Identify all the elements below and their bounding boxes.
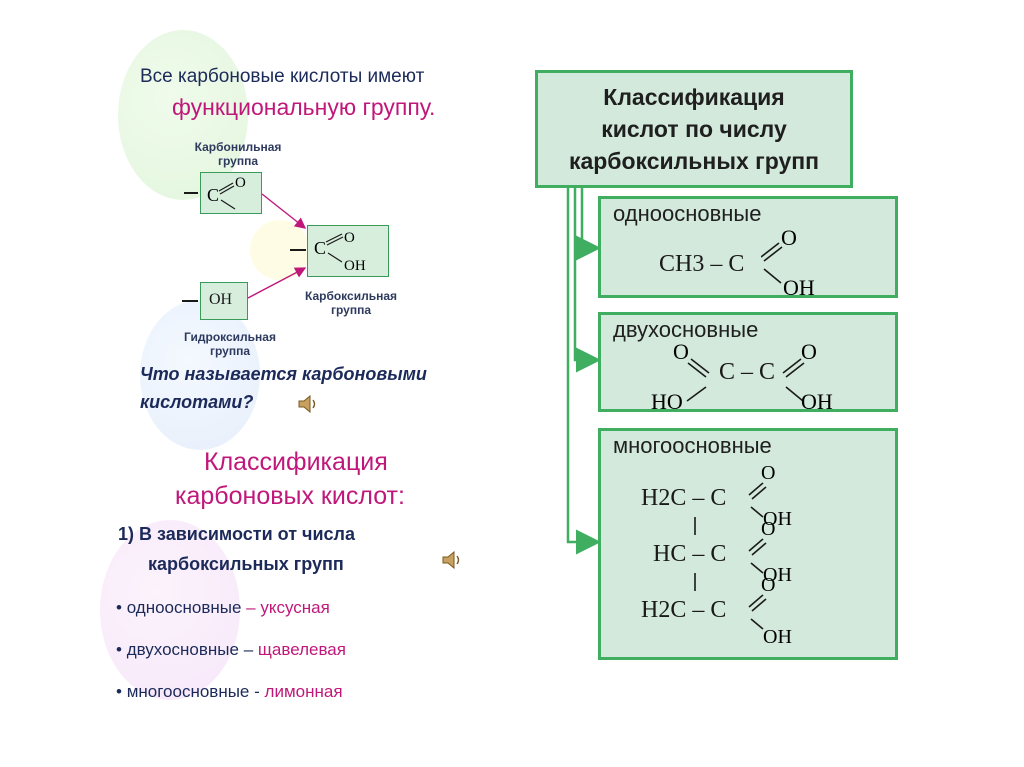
- carbonyl-structure: C O: [207, 175, 246, 210]
- classification-title-1: Классификация: [204, 448, 388, 476]
- scheme-header-box: Классификация кислот по числу карбоксиль…: [535, 70, 853, 188]
- item-type: одноосновные: [126, 598, 242, 617]
- carbonyl-label: Карбонильная группа: [194, 140, 282, 168]
- speaker-icon[interactable]: [296, 392, 320, 416]
- svg-text:C: C: [207, 185, 219, 205]
- carbonyl-group-box: C O: [200, 172, 262, 214]
- citric-row-1: H2C – C: [641, 485, 727, 511]
- speaker-icon[interactable]: [440, 548, 464, 572]
- svg-text:O: O: [781, 225, 797, 250]
- svg-text:O: O: [761, 462, 775, 484]
- balloon-decoration: [100, 520, 240, 700]
- scheme-header: Классификация кислот по числу карбоксиль…: [568, 84, 820, 174]
- item-example: уксусная: [260, 598, 330, 617]
- bond-line: [290, 249, 306, 251]
- svg-text:O: O: [344, 230, 355, 246]
- item-dash: –: [246, 598, 256, 617]
- item-example: щавелевая: [257, 640, 346, 659]
- item-type: двухосновные: [126, 640, 239, 659]
- item-type: многоосновные: [126, 682, 250, 701]
- svg-text:OH: OH: [763, 626, 792, 648]
- carboxyl-structure: O OH: [761, 225, 815, 299]
- svg-text:OH: OH: [783, 275, 815, 299]
- carboxyl-structure: C O OH: [314, 230, 366, 274]
- bullet: •: [116, 682, 122, 701]
- svg-text:OH: OH: [801, 389, 833, 414]
- balloon-decoration: [140, 300, 260, 450]
- svg-text:O: O: [673, 339, 689, 364]
- citric-row-2: HC – C: [653, 541, 727, 567]
- question-line-1: Что называется карбоновыми: [140, 364, 427, 384]
- carboxyl-label: Карбоксильная группа: [304, 289, 398, 317]
- item-dash: -: [254, 682, 260, 701]
- intro-line-2: функциональную группу.: [172, 94, 436, 120]
- hydroxyl-group-box: OH: [200, 282, 248, 320]
- acetic-formula: CH3 – C: [659, 251, 745, 277]
- monobasic-title: одноосновные: [613, 201, 762, 226]
- svg-text:O: O: [761, 518, 775, 540]
- hydroxyl-formula: OH: [209, 291, 233, 308]
- intro-line-1: Все карбоновые кислоты имеют: [140, 66, 425, 87]
- balloon-decoration: [118, 30, 248, 200]
- citric-structure: O OH O OH O OH: [694, 462, 792, 648]
- bullet: •: [116, 598, 122, 617]
- svg-text:HO: HO: [651, 389, 683, 414]
- list-item-dibasic: • двухосновные – щавелевая: [116, 640, 346, 660]
- monobasic-box: одноосновные CH3 – C O OH: [598, 196, 898, 299]
- svg-text:O: O: [801, 339, 817, 364]
- dibasic-title: двухосновные: [613, 317, 759, 342]
- bond-line: [184, 192, 198, 194]
- oxalic-formula: C – C: [719, 359, 776, 385]
- hydroxyl-label: Гидроксильная группа: [184, 330, 276, 358]
- svg-text:C: C: [314, 238, 326, 258]
- svg-text:O: O: [235, 175, 246, 191]
- svg-text:OH: OH: [763, 564, 792, 586]
- bullet: •: [116, 640, 122, 659]
- svg-text:OH: OH: [763, 508, 792, 530]
- criterion-line-2: карбоксильных групп: [148, 554, 344, 574]
- question-line-2: кислотами?: [140, 392, 254, 412]
- classification-title-2: карбоновых кислот:: [175, 482, 405, 510]
- list-item-polybasic: • многоосновные - лимонная: [116, 682, 343, 702]
- list-item-monobasic: • одноосновные – уксусная: [116, 598, 330, 618]
- carboxyl-group-box: C O OH: [307, 225, 389, 277]
- svg-text:OH: OH: [344, 258, 366, 274]
- item-example: лимонная: [264, 682, 343, 701]
- criterion-line-1: 1) В зависимости от числа: [118, 524, 355, 544]
- bond-line: [182, 300, 198, 302]
- item-dash: –: [243, 640, 254, 659]
- dibasic-box: двухосновные C – C O HO O OH: [598, 312, 898, 414]
- polybasic-box: многоосновные H2C – C HC – C H2C – C O O…: [598, 428, 898, 660]
- oxalic-structure: O HO O OH: [651, 339, 833, 414]
- citric-row-3: H2C – C: [641, 597, 727, 623]
- polybasic-title: многоосновные: [613, 433, 772, 458]
- svg-text:O: O: [761, 574, 775, 596]
